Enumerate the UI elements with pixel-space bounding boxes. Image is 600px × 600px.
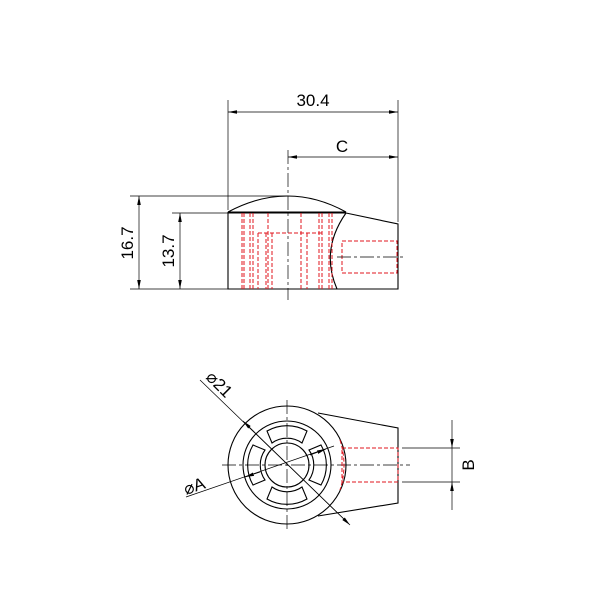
dome-outline — [227, 195, 347, 213]
dim-c-label: C — [336, 137, 348, 156]
dim-body-height-label: 13.7 — [159, 234, 178, 267]
slots — [247, 425, 327, 505]
top-view: 30.4 C 16.7 13.7 — [118, 91, 405, 300]
dim-height-label: 16.7 — [118, 226, 137, 259]
dim-outer-diameter-label: ⌀21 — [202, 367, 236, 401]
dim-bore-label: B — [459, 459, 478, 470]
dim-length-label: 30.4 — [296, 91, 329, 110]
body-outline — [227, 212, 399, 290]
bottom-view: ⌀21 ⌀A B — [181, 367, 478, 530]
dim-inner-diameter-label: ⌀A — [181, 474, 208, 499]
concave-profile — [329, 212, 347, 290]
hidden-lines — [241, 213, 398, 289]
outer-circle — [227, 405, 347, 525]
neck-outline — [317, 412, 399, 517]
